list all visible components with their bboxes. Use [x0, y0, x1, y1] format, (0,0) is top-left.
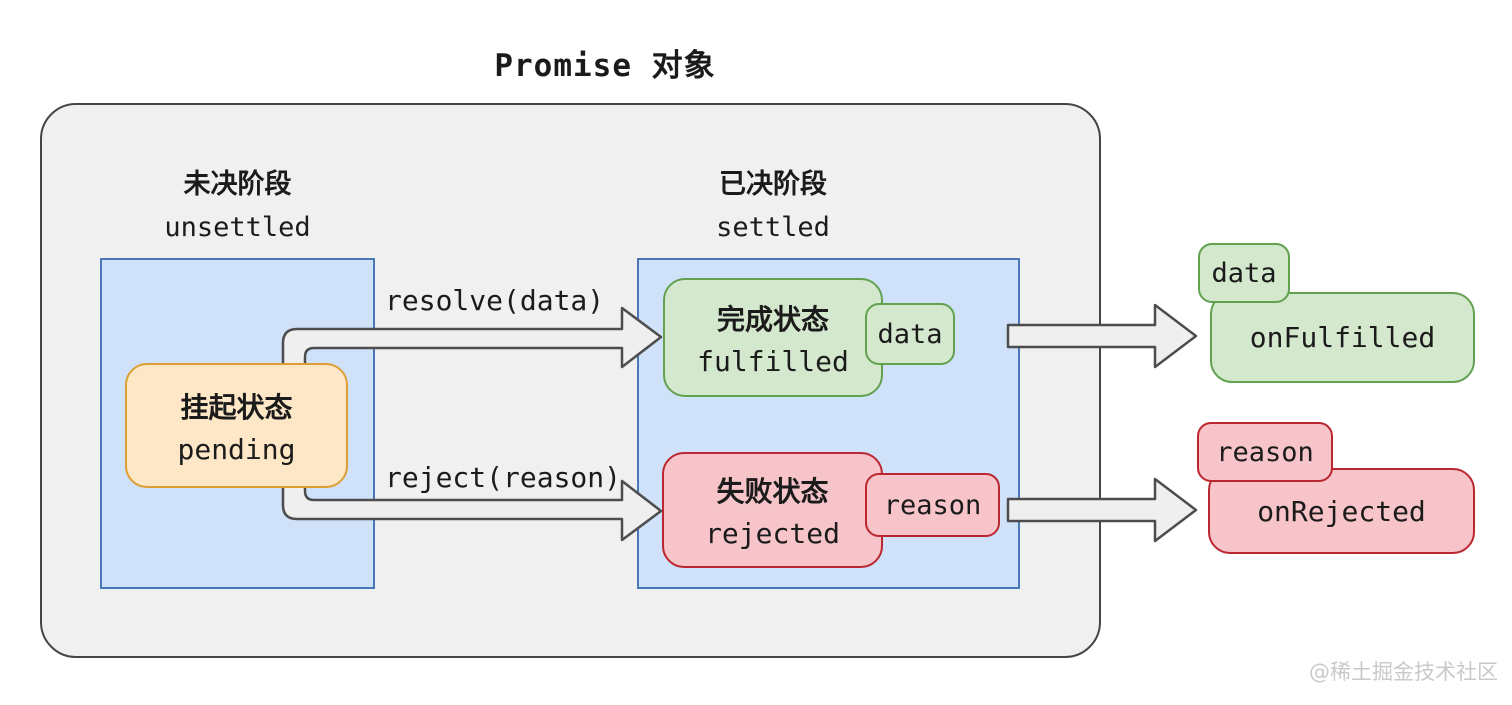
- fulfilled-state-box: 完成状态 fulfilled: [663, 278, 883, 397]
- settled-stage-label-en: settled: [716, 212, 830, 243]
- pending-state-label-zh: 挂起状态: [180, 390, 293, 424]
- diagram-title: Promise 对象: [494, 48, 716, 84]
- rejected-reason-tag: reason: [865, 473, 1000, 537]
- rejected-state-label-en: rejected: [705, 517, 840, 550]
- resolve-transition-label: resolve(data): [385, 284, 605, 317]
- reject-transition-label: reject(reason): [385, 461, 622, 494]
- fulfilled-data-tag-label: data: [877, 318, 943, 350]
- pending-state-box: 挂起状态 pending: [125, 363, 348, 488]
- fulfilled-state-label-zh: 完成状态: [716, 302, 829, 336]
- onrejected-callback-box: onRejected: [1208, 468, 1475, 554]
- unsettled-stage-header: 未决阶段 unsettled: [100, 162, 375, 243]
- unsettled-stage-label-en: unsettled: [164, 212, 311, 243]
- onrejected-callback-label: onRejected: [1257, 494, 1426, 528]
- fulfilled-state-label-en: fulfilled: [697, 344, 849, 378]
- fulfilled-data-tag: data: [865, 303, 955, 365]
- onfulfilled-data-tag: data: [1198, 243, 1290, 303]
- rejected-state-label-zh: 失败状态: [716, 475, 829, 508]
- onrejected-reason-tag-label: reason: [1216, 436, 1314, 468]
- pending-state-label-en: pending: [177, 432, 296, 466]
- settled-stage-label-zh: 已决阶段: [719, 169, 827, 200]
- watermark: @稀土掘金技术社区: [1309, 660, 1498, 684]
- settled-stage-header: 已决阶段 settled: [637, 162, 909, 243]
- onfulfilled-data-tag-label: data: [1211, 257, 1277, 289]
- unsettled-stage-label-zh: 未决阶段: [183, 169, 292, 200]
- onfulfilled-callback-box: onFulfilled: [1210, 292, 1475, 383]
- rejected-state-box: 失败状态 rejected: [662, 452, 883, 568]
- onrejected-reason-tag: reason: [1197, 422, 1333, 482]
- onfulfilled-callback-label: onFulfilled: [1249, 321, 1436, 354]
- rejected-reason-tag-label: reason: [883, 489, 982, 521]
